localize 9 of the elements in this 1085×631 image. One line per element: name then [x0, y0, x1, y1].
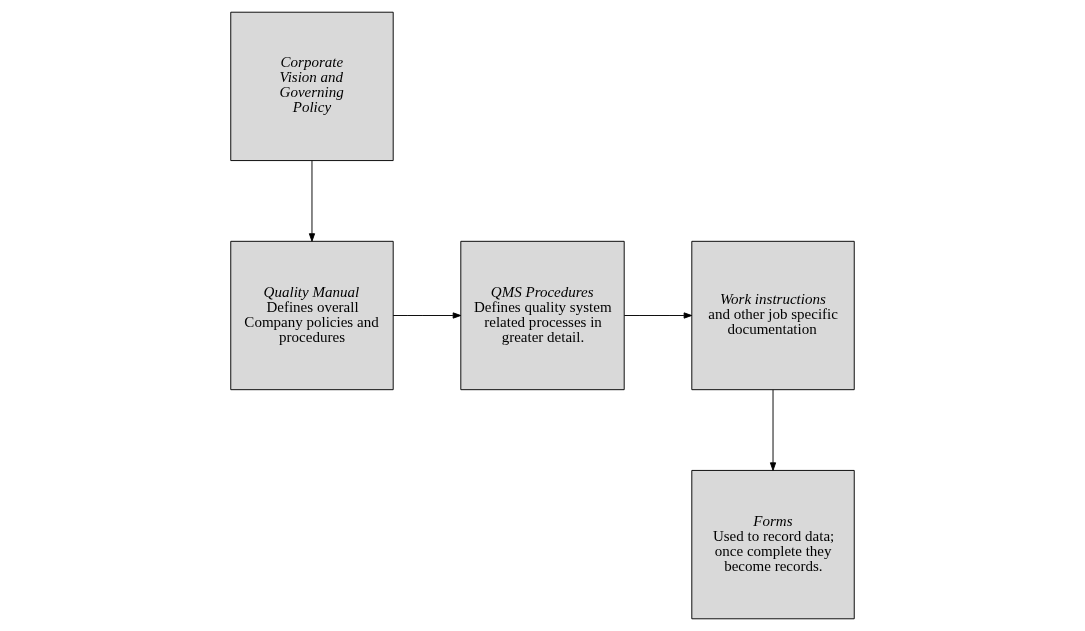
node-box: Quality Manual Defines overall Company policies and procedures: [230, 240, 394, 391]
arrow: [392, 312, 462, 319]
arrow: [769, 389, 777, 471]
arrow: [623, 312, 693, 319]
arrow: [308, 160, 316, 242]
node-box: Work instructions and other job specific documentation: [691, 240, 855, 391]
node-box: QMS Procedures Defines quality system related processes in greater detail.: [460, 240, 625, 391]
node-box: Corporate Vision and Governing Policy: [230, 11, 394, 162]
node-box: Forms Used to record data; once complete they become records.: [691, 469, 855, 620]
